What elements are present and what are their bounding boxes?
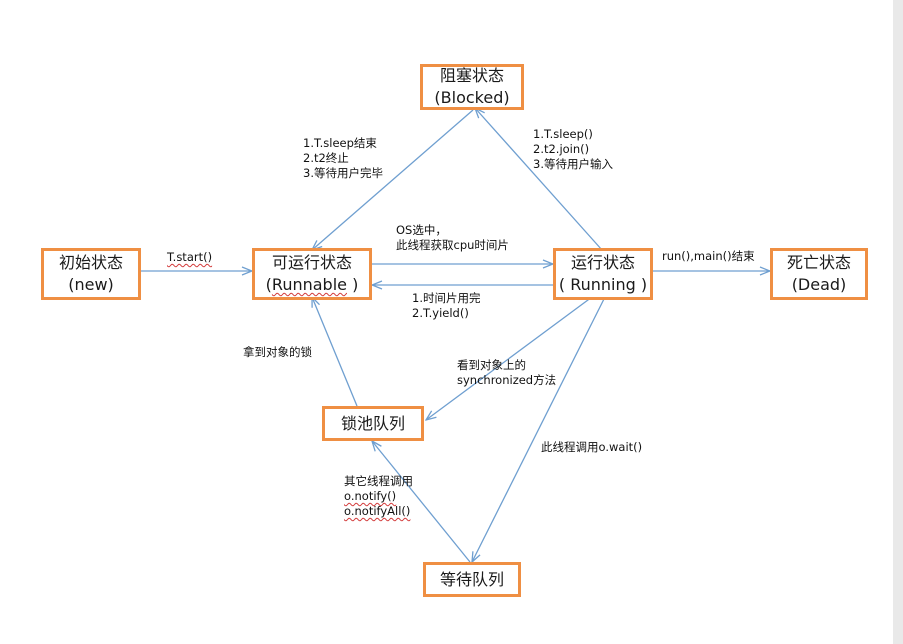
label-line: OS选中， [396, 223, 447, 237]
label-running-to-runnable: 1.时间片用完 2.T.yield() [412, 291, 480, 321]
state-runnable-en: (Runnable ) [265, 275, 359, 294]
state-running-en: ( Running ) [558, 275, 648, 294]
label-line: 2.t2终止 [303, 151, 349, 165]
label-new-to-runnable: T.start() [167, 250, 212, 265]
state-dead: 死亡状态 (Dead) [770, 248, 868, 300]
state-new: 初始状态 (new) [41, 248, 141, 300]
state-new-en: (new) [68, 275, 114, 294]
state-runnable-en-word: Runnable [271, 275, 347, 294]
label-line: 看到对象上的 [457, 358, 526, 372]
label-wait-queue-to-lock-pool: 其它线程调用 o.notify() o.notifyAll() [344, 474, 413, 519]
label-line: T.start() [167, 250, 213, 264]
label-running-to-blocked: 1.T.sleep() 2.t2.join() 3.等待用户输入 [533, 127, 613, 172]
label-line: synchronized方法 [457, 373, 557, 387]
label-running-to-lock-pool: 看到对象上的 synchronized方法 [457, 358, 556, 388]
state-blocked: 阻塞状态 (Blocked) [420, 64, 524, 110]
arrow-running-to-blocked [475, 108, 603, 251]
state-lock-pool-name: 锁池队列 [340, 413, 405, 433]
label-lock-pool-to-runnable: 拿到对象的锁 [243, 345, 312, 360]
state-dead-name: 死亡状态 [786, 253, 851, 272]
label-line: 其它线程调用 [344, 474, 413, 488]
state-lock-pool: 锁池队列 [322, 406, 424, 441]
label-line: run(),main()结束 [662, 249, 755, 263]
label-line: 2.t2.join() [533, 142, 590, 156]
label-blocked-to-runnable: 1.T.sleep结束 2.t2终止 3.等待用户完毕 [303, 136, 383, 181]
label-runnable-to-running: OS选中， 此线程获取cpu时间片 [396, 223, 509, 253]
state-running: 运行状态 ( Running ) [553, 248, 653, 300]
label-running-to-dead: run(),main()结束 [662, 249, 755, 264]
label-line: 1.T.sleep() [533, 127, 593, 141]
label-line: 3.等待用户输入 [533, 157, 613, 171]
state-dead-en: (Dead) [791, 275, 847, 294]
arrow-running-to-lock-pool [426, 296, 593, 420]
state-runnable-name: 可运行状态 [271, 253, 352, 272]
arrow-running-to-wait-queue [472, 296, 606, 562]
label-line: 此线程调用o.wait() [541, 440, 643, 454]
label-line: o.notify() [344, 489, 397, 503]
label-line: 拿到对象的锁 [243, 345, 312, 359]
state-wait-queue-name: 等待队列 [439, 569, 504, 589]
label-line: o.notifyAll() [344, 504, 411, 518]
label-line: 3.等待用户完毕 [303, 166, 383, 180]
arrow-wait-queue-to-lock-pool [372, 441, 471, 563]
arrow-blocked-to-runnable [312, 109, 474, 250]
window-edge-strip [893, 0, 903, 644]
label-line: 2.T.yield() [412, 306, 469, 320]
label-line: 此线程获取cpu时间片 [396, 238, 509, 252]
arrow-lock-pool-to-runnable [312, 297, 358, 407]
state-blocked-name: 阻塞状态 [439, 66, 504, 85]
label-line: 1.T.sleep结束 [303, 136, 377, 150]
state-new-name: 初始状态 [58, 253, 123, 272]
label-line: 1.时间片用完 [412, 291, 481, 305]
state-blocked-en: (Blocked) [434, 88, 510, 107]
state-wait-queue: 等待队列 [423, 562, 521, 597]
state-runnable: 可运行状态 (Runnable ) [252, 248, 372, 300]
state-running-name: 运行状态 [570, 253, 635, 272]
label-running-to-wait-queue: 此线程调用o.wait() [541, 440, 642, 455]
